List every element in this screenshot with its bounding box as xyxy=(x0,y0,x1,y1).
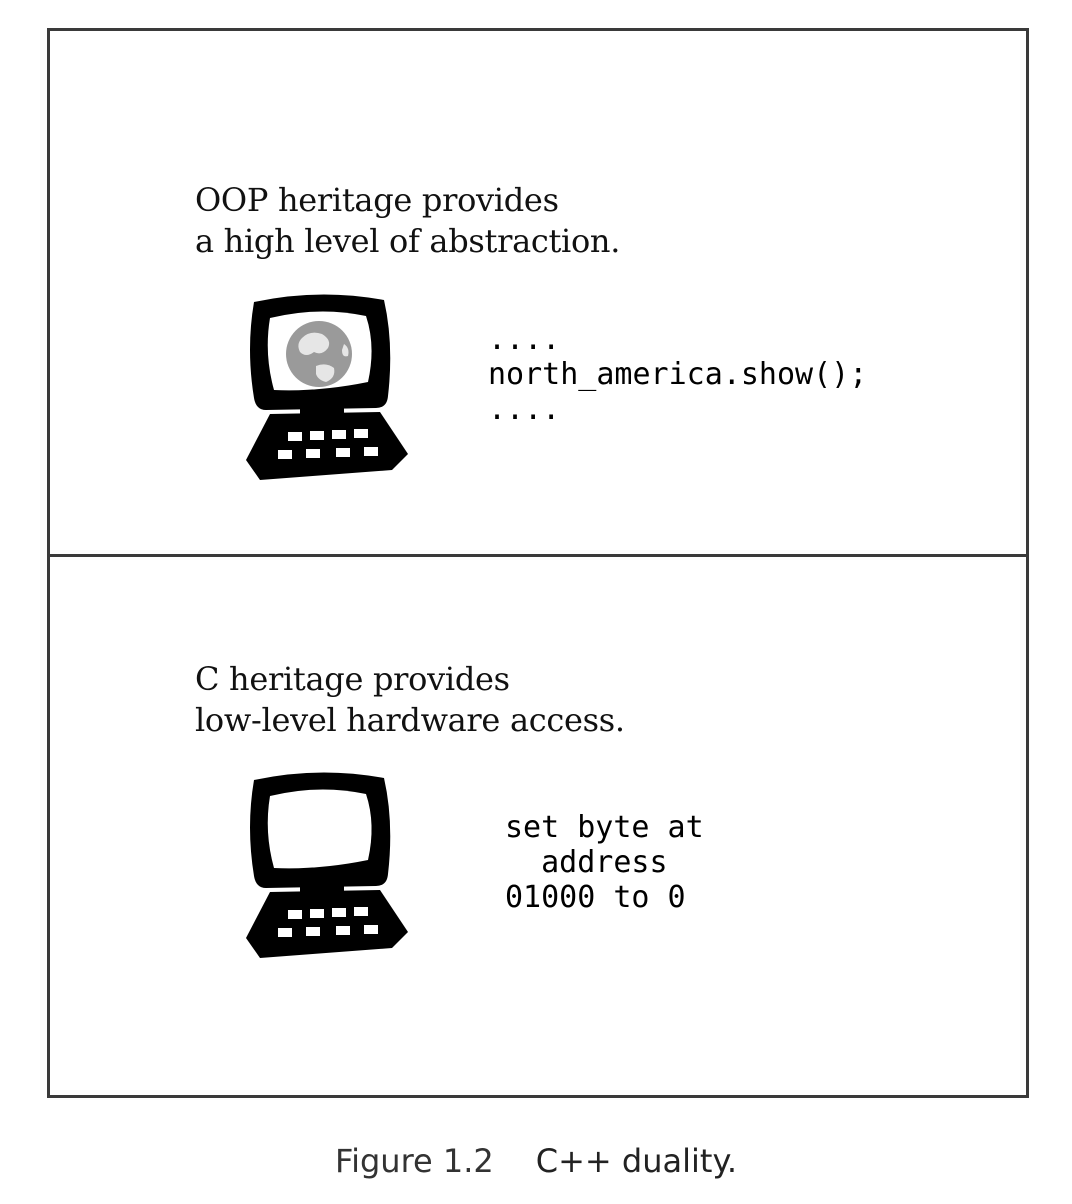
oop-code-snippet: ....north_america.show();.... xyxy=(488,322,867,427)
c-code-line-1: set byte at xyxy=(505,810,704,845)
figure-frame xyxy=(47,28,1029,1098)
c-code-line-3: 01000 to 0 xyxy=(505,880,686,915)
oop-text-line-2: a high level of abstraction. xyxy=(195,222,621,260)
figure-title: C++ duality. xyxy=(535,1142,737,1180)
oop-text-line-1: OOP heritage provides xyxy=(195,181,559,219)
oop-code-line-1: .... xyxy=(488,322,561,357)
oop-code-line-2: north_america.show(); xyxy=(488,357,868,392)
computer-with-globe-icon xyxy=(246,294,408,480)
computer-icon xyxy=(246,772,408,958)
figure-caption: Figure 1.2 C++ duality. xyxy=(0,1142,1072,1180)
c-code-line-2: address xyxy=(505,845,668,880)
panel-divider xyxy=(47,554,1029,557)
oop-heritage-text: OOP heritage provides a high level of ab… xyxy=(195,180,620,262)
c-text-line-2: low-level hardware access. xyxy=(195,701,625,739)
c-text-line-1: C heritage provides xyxy=(195,660,510,698)
globe-icon xyxy=(286,321,352,387)
figure-number: Figure 1.2 xyxy=(335,1142,494,1180)
c-heritage-text: C heritage provides low-level hardware a… xyxy=(195,659,625,741)
oop-code-line-3: .... xyxy=(488,392,561,427)
